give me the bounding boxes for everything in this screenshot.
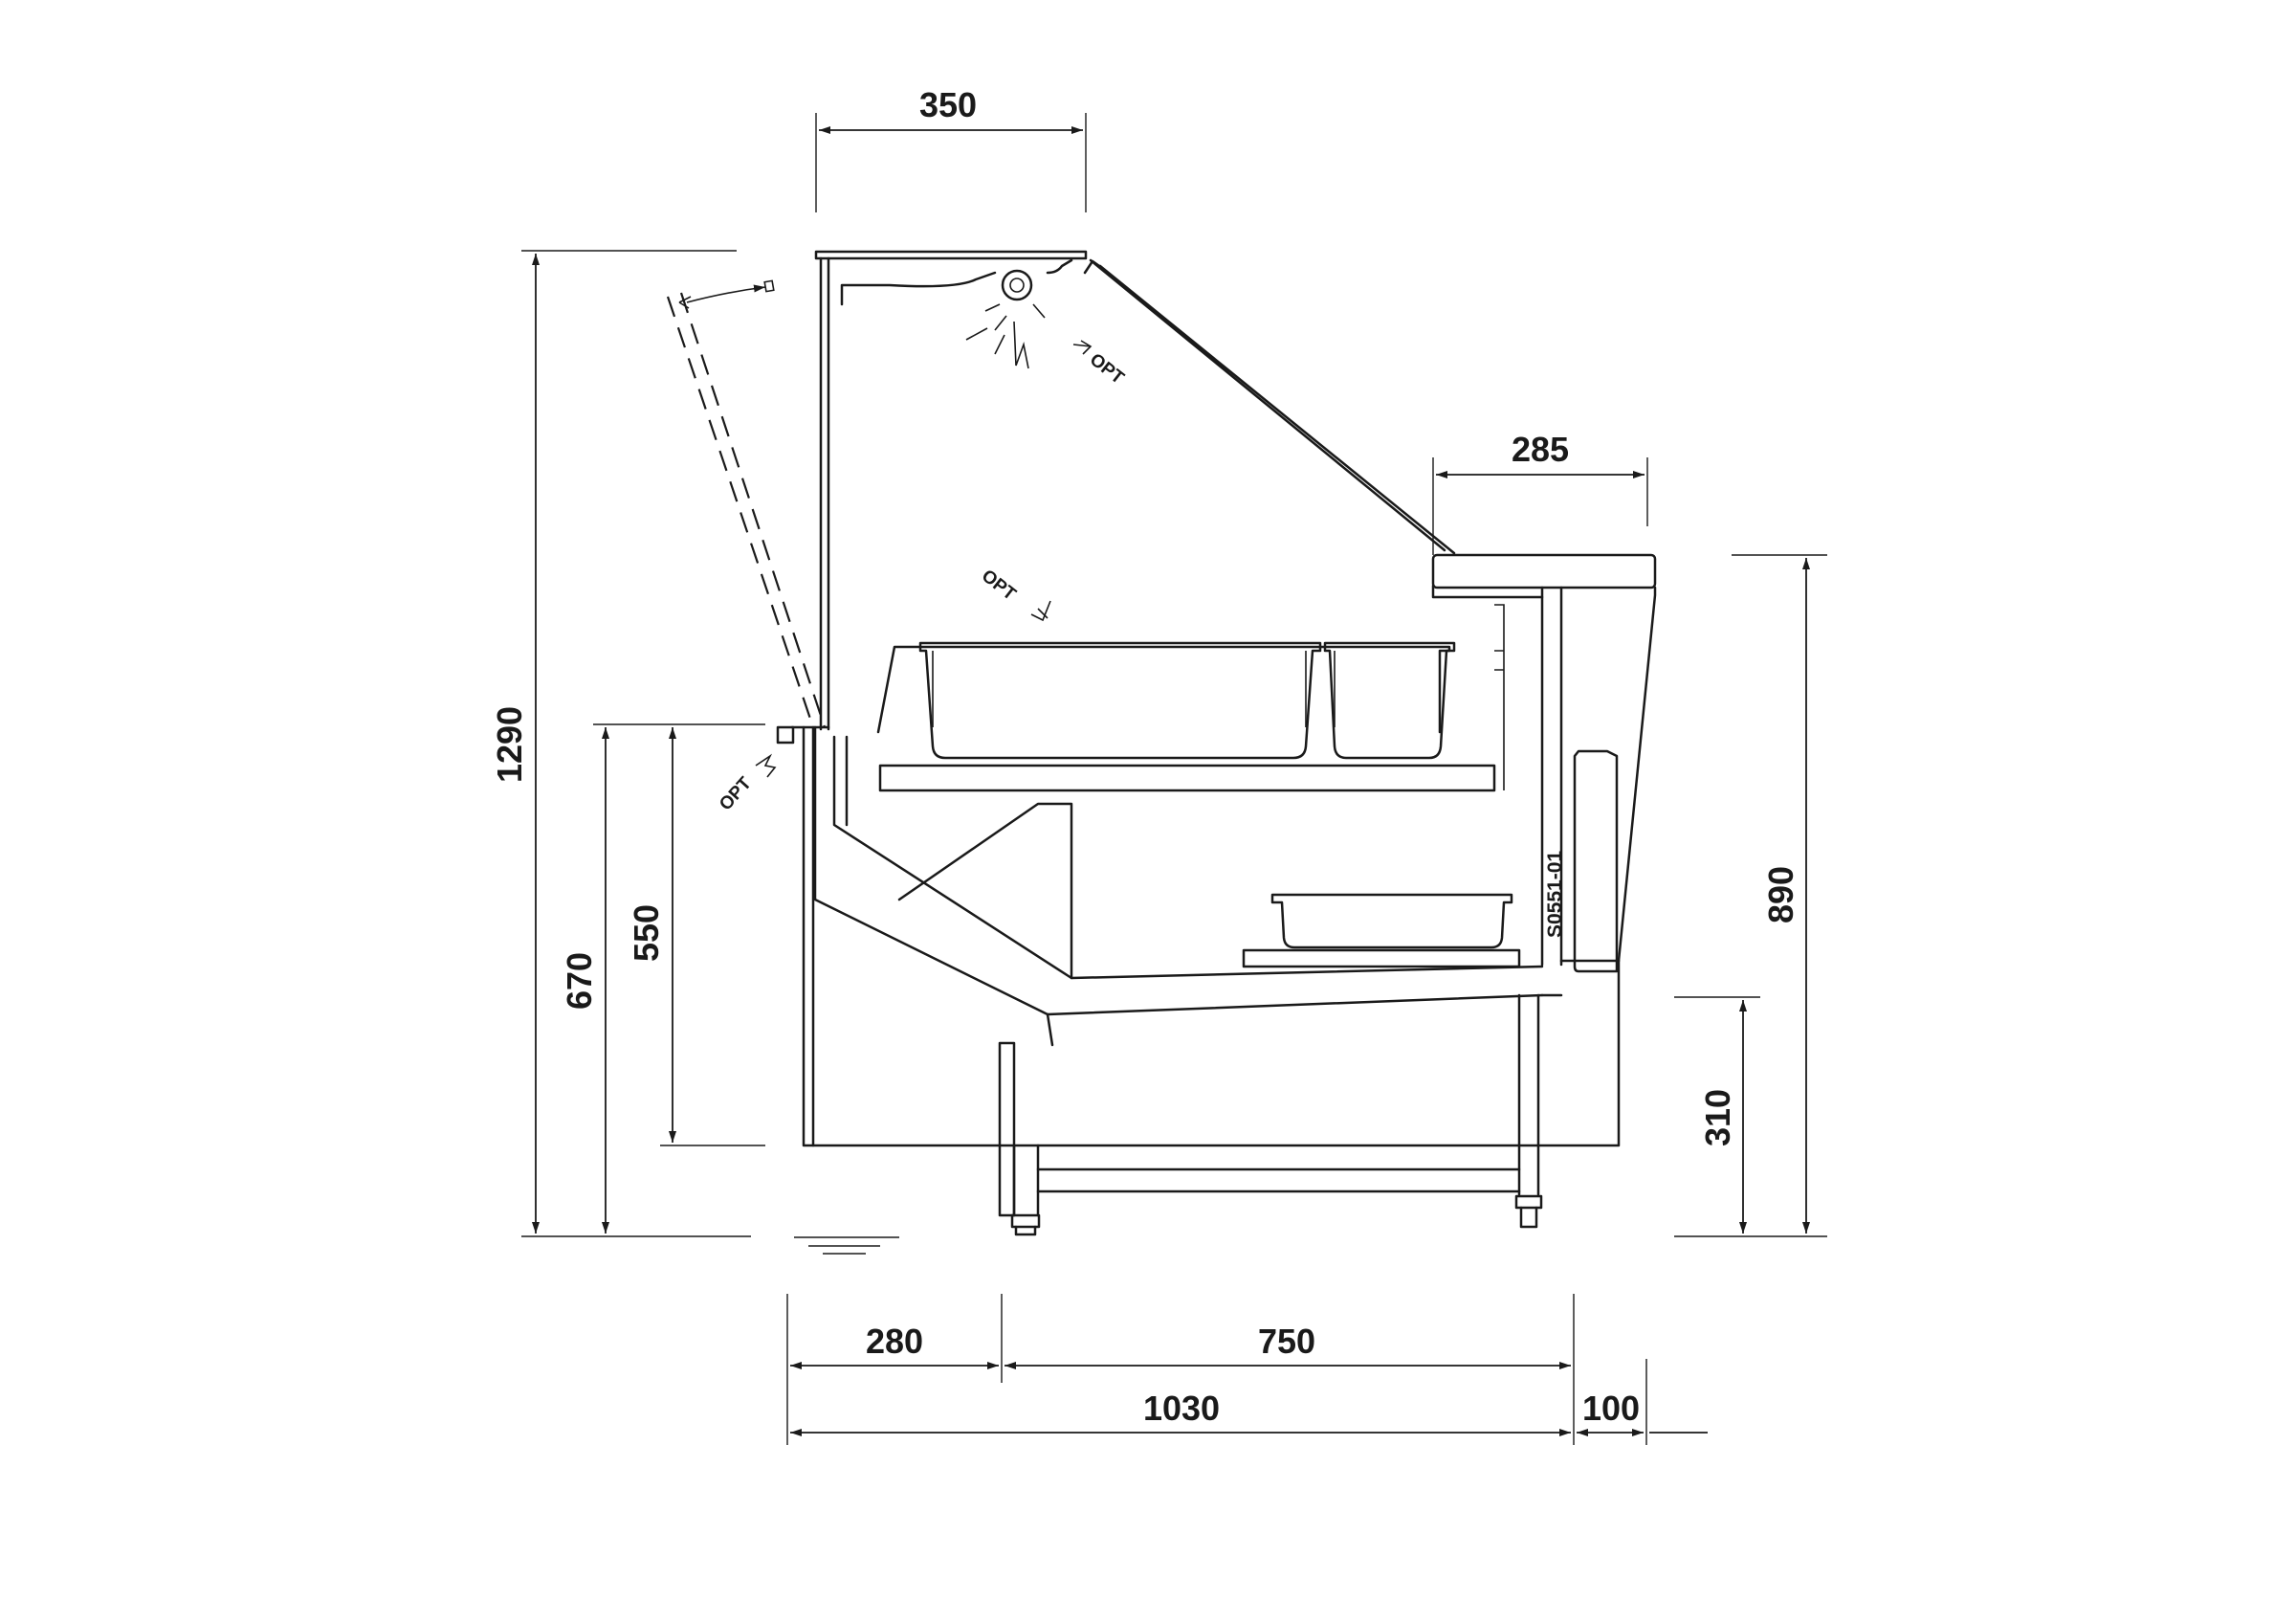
option-indicators: OPT OPT OPT xyxy=(678,279,1128,814)
dim-890-label: 890 xyxy=(1761,866,1800,923)
dim-1030-label: 1030 xyxy=(1143,1389,1220,1428)
opt-label-shelf: OPT xyxy=(978,566,1020,605)
dim-1290-label: 1290 xyxy=(490,706,529,783)
dim-670-label: 670 xyxy=(560,952,599,1010)
dim-285-label: 285 xyxy=(1512,430,1569,469)
dim-350-label: 350 xyxy=(919,85,977,124)
dim-750-label: 750 xyxy=(1258,1322,1315,1361)
dim-100-label: 100 xyxy=(1582,1389,1640,1428)
dim-550-label: 550 xyxy=(627,904,666,962)
drawing-code: S0551-01 xyxy=(1544,851,1566,938)
dim-280-label: 280 xyxy=(866,1322,923,1361)
dimension-labels: 350 285 1290 670 550 890 310 280 750 103… xyxy=(490,85,1800,1428)
dim-310-label: 310 xyxy=(1698,1089,1737,1146)
opt-label-lamp: OPT xyxy=(1086,349,1128,389)
dimension-lines xyxy=(521,113,1827,1445)
display-case-outline xyxy=(666,250,1657,1255)
opt-label-front: OPT xyxy=(716,773,756,814)
